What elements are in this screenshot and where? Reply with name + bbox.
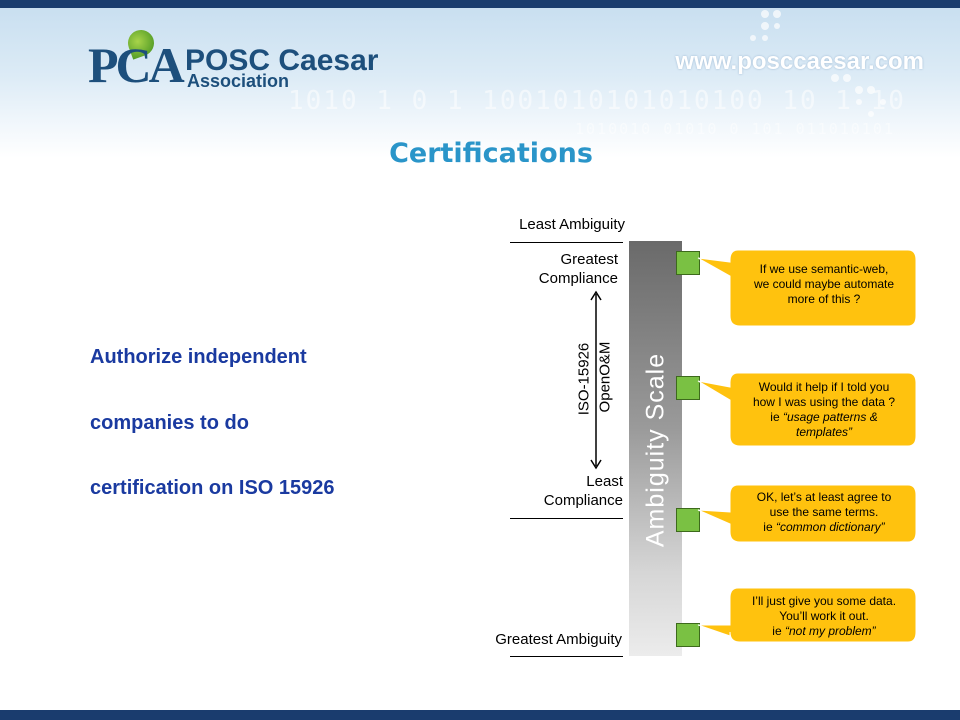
- slide-title: Certifications: [389, 138, 593, 169]
- bubble-3-prefix: ie: [763, 520, 776, 534]
- ambiguity-scale-label: Ambiguity Scale: [641, 352, 670, 548]
- bubble-3-line-2: use the same terms.: [769, 505, 879, 519]
- header-banner: 1010 1 0 1 1001010101010100 10 1 10 1010…: [0, 8, 960, 158]
- speech-bubble-4: [697, 587, 917, 643]
- bubble-2-italic-2: templates”: [795, 425, 853, 439]
- binary-pattern-small: 1010010 01010 0 101 011010101: [575, 120, 895, 138]
- bubble-2-line-3: ie “usage patterns &: [732, 410, 916, 425]
- website-url: www.posccaesar.com: [675, 48, 924, 75]
- speech-bubble-3: [697, 484, 917, 543]
- label-least-compliance: Least Compliance: [480, 472, 623, 510]
- logo-subtitle: Association: [187, 71, 290, 91]
- speech-bubble-1: [697, 249, 917, 327]
- bubble-4-line-3: ie “not my problem”: [732, 624, 916, 639]
- marker-3: [676, 508, 700, 532]
- marker-2: [676, 376, 700, 400]
- bubble-2-prefix: ie: [770, 410, 783, 424]
- bubble-2-italic: “usage patterns &: [782, 410, 878, 424]
- rule-bottom: [510, 656, 623, 657]
- label-greatest-compliance: Greatest Compliance: [480, 250, 618, 288]
- label-greatest-compliance-line1: Greatest: [560, 251, 618, 268]
- rule-top: [510, 242, 623, 243]
- bubble-1-line-1: If we use semantic-web,: [759, 262, 889, 276]
- body-line-2: companies to do: [90, 412, 249, 434]
- label-greatest-compliance-line2: Compliance: [538, 270, 618, 287]
- label-greatest-ambiguity: Greatest Ambiguity: [495, 631, 622, 648]
- bubble-4-text: I’ll just give you some data. You’ll wor…: [732, 594, 916, 639]
- bubble-3-text: OK, let’s at least agree to use the same…: [732, 490, 916, 535]
- marker-1: [676, 251, 700, 275]
- bubble-4-prefix: ie: [772, 624, 785, 638]
- bubble-3-italic: “common dictionary”: [775, 520, 885, 534]
- label-least-ambiguity: Least Ambiguity: [519, 216, 625, 233]
- bubble-3-line-1: OK, let’s at least agree to: [756, 490, 892, 504]
- dot-pattern: [750, 10, 886, 117]
- bubble-1-text: If we use semantic-web, we could maybe a…: [732, 262, 916, 307]
- logo-name: POSC Caesar: [185, 44, 379, 77]
- bottom-border-bar: [0, 710, 960, 720]
- bubble-2-text: Would it help if I told you how I was us…: [732, 380, 916, 440]
- label-least-compliance-line2: Compliance: [543, 492, 623, 509]
- marker-4: [676, 623, 700, 647]
- label-least-compliance-line1: Least: [586, 473, 623, 490]
- ambiguity-scale-bar: [629, 241, 682, 656]
- rule-middle: [510, 518, 623, 519]
- logo-mark: PCA: [88, 37, 185, 93]
- bubble-2-line-4: templates”: [732, 425, 916, 440]
- body-line-3: certification on ISO 15926: [90, 477, 335, 499]
- speech-bubble-2: [697, 372, 917, 447]
- bubble-2-line-2: how I was using the data ?: [752, 395, 896, 409]
- bubble-3-line-3: ie “common dictionary”: [732, 520, 916, 535]
- binary-pattern: 1010 1 0 1 1001010101010100 10 1 10: [288, 86, 906, 116]
- bubble-4-italic: “not my problem”: [784, 624, 876, 638]
- bubble-1-line-2: we could maybe automate: [753, 277, 895, 291]
- top-border-bar: [0, 0, 960, 8]
- bubble-4-line-2: You’ll work it out.: [779, 609, 869, 623]
- body-line-1: Authorize independent: [90, 346, 307, 368]
- compliance-double-arrow: [590, 290, 602, 470]
- bubble-4-line-1: I’ll just give you some data.: [751, 594, 897, 608]
- bubble-1-line-3: more of this ?: [787, 292, 861, 306]
- bubble-2-line-1: Would it help if I told you: [758, 380, 890, 394]
- speech-bubbles: [697, 249, 917, 643]
